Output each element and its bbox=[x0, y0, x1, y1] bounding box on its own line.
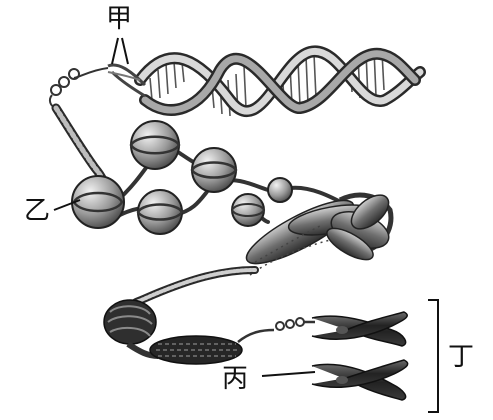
naked-dna-strand bbox=[50, 68, 108, 108]
label-jia-pointer bbox=[112, 38, 128, 64]
nucleosome bbox=[232, 194, 264, 226]
label-bing-pointer bbox=[262, 372, 315, 376]
chromosome-upper bbox=[312, 312, 407, 346]
supercoiled-chromatin bbox=[104, 300, 315, 364]
nucleosome bbox=[192, 148, 236, 192]
label-ding-bracket bbox=[428, 300, 438, 412]
label-ding: 丁 bbox=[448, 344, 474, 370]
label-yi: 乙 bbox=[24, 198, 50, 224]
label-bing: 丙 bbox=[222, 366, 248, 392]
nucleosome bbox=[268, 178, 292, 202]
chromosome-lower bbox=[312, 360, 408, 400]
coiled-fiber bbox=[136, 270, 255, 302]
nucleosome bbox=[131, 121, 179, 169]
nucleosome bbox=[72, 176, 124, 228]
nucleosome bbox=[138, 190, 182, 234]
dna-double-helix bbox=[108, 50, 420, 116]
label-jia: 甲 bbox=[106, 6, 132, 32]
chromosome-pair bbox=[312, 312, 408, 400]
